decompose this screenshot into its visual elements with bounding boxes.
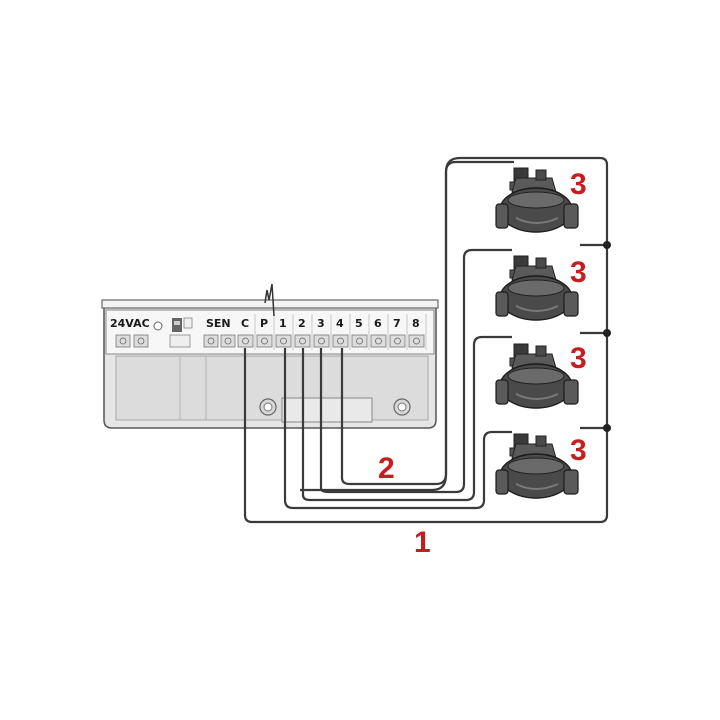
callout-valve-1: 3 bbox=[570, 168, 587, 201]
terminal-label-3: 3 bbox=[317, 317, 325, 330]
terminal-1: 1 bbox=[275, 314, 294, 350]
valve-2 bbox=[495, 255, 579, 321]
callout-valve-2: 3 bbox=[570, 256, 587, 289]
station-wire-1 bbox=[283, 348, 512, 510]
sensor-jumper bbox=[183, 317, 193, 329]
terminal-label-24vac: 24VAC bbox=[110, 317, 150, 330]
terminal-label-2: 2 bbox=[298, 317, 306, 330]
controller-antenna bbox=[264, 283, 275, 317]
wires bbox=[243, 156, 611, 524]
callout-valve-3: 3 bbox=[570, 342, 587, 375]
station-wire-3 bbox=[319, 248, 512, 494]
terminal-p: P bbox=[256, 314, 275, 350]
terminal-2: 2 bbox=[294, 314, 313, 350]
terminal-label-8: 8 bbox=[412, 317, 420, 330]
terminal-24vac: 24VAC bbox=[110, 317, 150, 348]
terminal-label-6: 6 bbox=[374, 317, 382, 330]
valves bbox=[495, 167, 579, 499]
sensor-switch bbox=[169, 318, 191, 348]
mounting-hole-left bbox=[259, 398, 277, 416]
controller-center-tab bbox=[281, 397, 373, 423]
terminal-label-c: C bbox=[241, 317, 249, 330]
terminal-3: 3 bbox=[313, 314, 332, 350]
terminal-label-1: 1 bbox=[279, 317, 287, 330]
callout-station-wires: 2 bbox=[378, 452, 395, 485]
controller-top-lip bbox=[101, 299, 439, 309]
callout-valve-4: 3 bbox=[570, 434, 587, 467]
junction-dot bbox=[603, 329, 611, 337]
terminal-8: 8 bbox=[408, 314, 427, 350]
terminal-label-sen: SEN bbox=[206, 317, 231, 330]
terminal-5: 5 bbox=[351, 314, 370, 350]
terminal-label-7: 7 bbox=[393, 317, 401, 330]
junction-dot bbox=[603, 241, 611, 249]
valve-3 bbox=[495, 343, 579, 409]
terminal-label-5: 5 bbox=[355, 317, 363, 330]
station-wire-2 bbox=[301, 335, 512, 502]
terminal-c: C bbox=[237, 314, 256, 350]
terminal-label-4: 4 bbox=[336, 317, 344, 330]
terminal-7: 7 bbox=[389, 314, 408, 350]
mounting-hole-right bbox=[393, 398, 411, 416]
terminal-sen: SEN bbox=[203, 317, 236, 348]
valve-4 bbox=[495, 433, 579, 499]
junction-dot bbox=[603, 424, 611, 432]
terminal-6: 6 bbox=[370, 314, 389, 350]
callout-common-wire: 1 bbox=[414, 526, 431, 559]
terminal-4: 4 bbox=[332, 314, 351, 350]
common-bus bbox=[580, 241, 611, 432]
status-led bbox=[153, 321, 163, 331]
station-wire-4 bbox=[340, 160, 514, 486]
terminal-label-p: P bbox=[260, 317, 268, 330]
valve-1 bbox=[495, 167, 579, 233]
